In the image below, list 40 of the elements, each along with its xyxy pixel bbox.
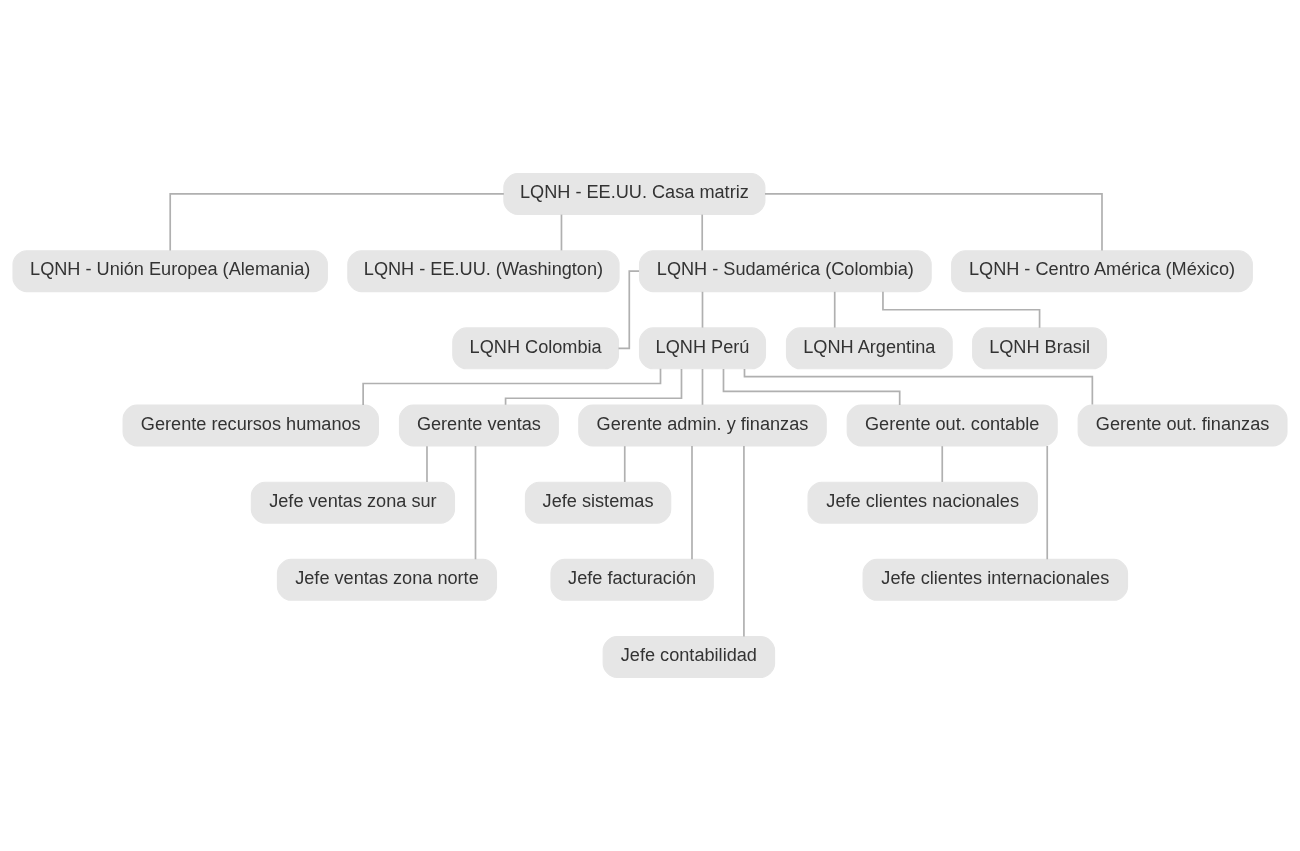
node-box: Jefe contabilidad — [602, 636, 776, 679]
node-box: LQNH - Sudamérica (Colombia) — [638, 250, 932, 293]
node-box: Gerente admin. y finanzas — [578, 404, 827, 447]
node-box: LQNH - Centro América (México) — [951, 250, 1253, 293]
connector — [623, 445, 626, 483]
node-box: LQNH - EE.UU. Casa matriz — [503, 172, 766, 215]
connector — [743, 445, 745, 638]
node-box: LQNH - EE.UU. (Washington) — [347, 250, 620, 293]
node-box: Gerente recursos humanos — [122, 404, 380, 447]
connector — [941, 445, 944, 483]
node-box: Jefe ventas zona norte — [276, 558, 498, 601]
node-box: Gerente out. finanzas — [1077, 404, 1288, 447]
node-box: LQNH Perú — [638, 327, 767, 370]
node-box: Jefe clientes nacionales — [807, 481, 1038, 524]
connector — [504, 368, 683, 406]
node-box: Gerente ventas — [398, 404, 559, 447]
node-box: LQNH Colombia — [452, 327, 620, 370]
node-box: Jefe facturación — [550, 558, 714, 601]
connector — [701, 213, 704, 252]
connector — [426, 445, 428, 483]
node-box: Gerente out. contable — [846, 404, 1058, 447]
connector — [701, 290, 704, 329]
connector — [691, 445, 693, 561]
node-box: LQNH Brasil — [972, 327, 1108, 370]
connector — [764, 193, 1103, 252]
node-box: Jefe ventas zona sur — [250, 481, 456, 524]
connector — [833, 290, 836, 329]
connector — [701, 368, 704, 406]
connector — [722, 368, 901, 406]
connector — [169, 193, 505, 252]
connector — [1046, 445, 1049, 561]
node-box: LQNH - Unión Europea (Alemania) — [12, 250, 328, 293]
connector — [560, 213, 563, 252]
node-box: LQNH Argentina — [785, 327, 953, 370]
connector — [743, 368, 1094, 406]
connector — [362, 367, 662, 406]
connector — [474, 445, 477, 561]
node-box: Jefe sistemas — [524, 481, 672, 524]
node-box: Jefe clientes internacionales — [862, 558, 1129, 601]
connector — [617, 270, 640, 350]
